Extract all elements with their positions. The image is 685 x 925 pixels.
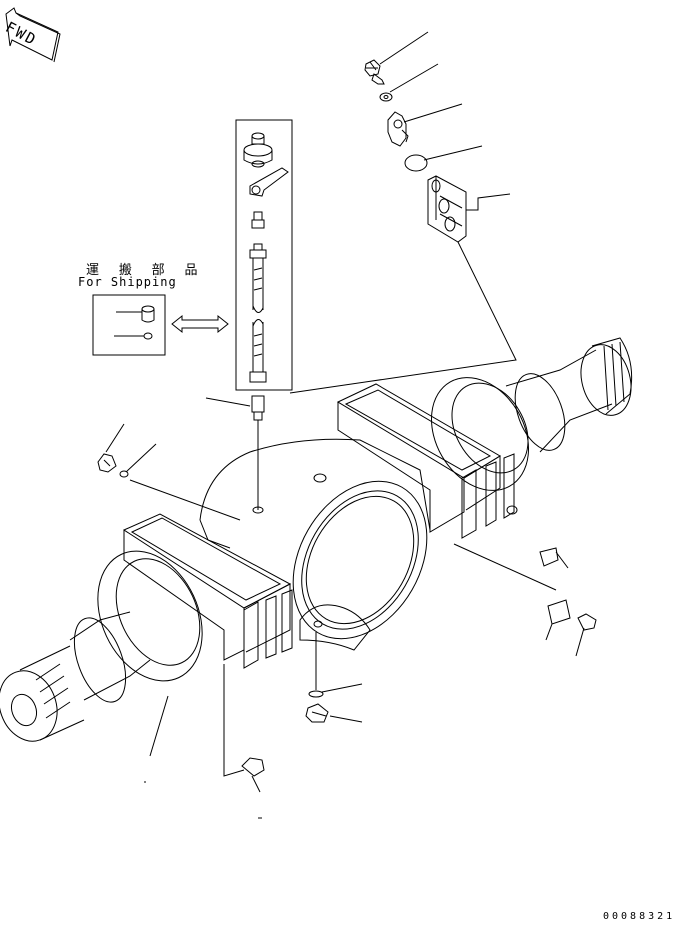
grease-pipe-box — [205, 119, 293, 510]
shipping-label-jp: 運 搬 部 品 — [86, 263, 204, 278]
double-arrow-icon — [171, 314, 229, 334]
bolt-part-top — [364, 59, 385, 85]
cap-part — [404, 154, 428, 172]
loose-parts — [97, 423, 597, 819]
axle-housing — [0, 337, 633, 742]
washer-part — [379, 92, 393, 102]
bracket-part — [387, 111, 409, 147]
mount-block-part — [427, 175, 467, 243]
shipping-label-en: For Shipping — [78, 275, 177, 289]
fwd-arrow-icon — [5, 7, 61, 63]
drawing-number: 00088321 — [603, 911, 676, 922]
shipping-parts-box — [92, 294, 166, 356]
top-mounting-parts — [289, 31, 517, 394]
